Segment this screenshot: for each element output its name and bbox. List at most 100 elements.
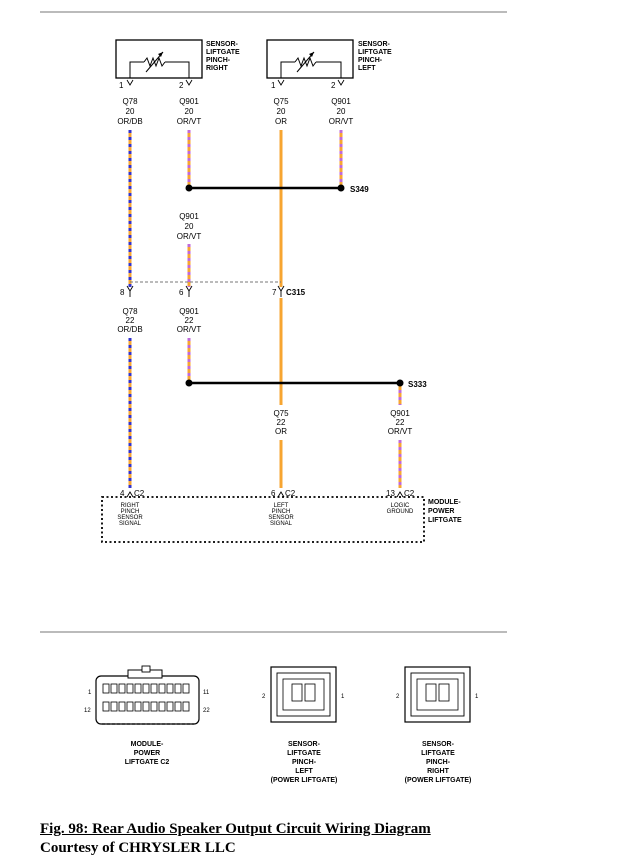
sensor-right-name-4: RIGHT xyxy=(206,65,229,72)
wire-label: Q75 xyxy=(273,409,289,418)
splice-s349: S349 xyxy=(185,184,369,194)
view-label: (POWER LIFTGATE) xyxy=(271,777,338,784)
wire-label: Q78 xyxy=(122,307,138,316)
pin-c2-6-connector: C2 xyxy=(285,489,296,498)
pin-function: SENSOR xyxy=(117,515,143,521)
splice-s333: S333 xyxy=(185,379,427,389)
c2-pin-cavity xyxy=(182,683,190,694)
sensor-left-name-2: LIFTGATE xyxy=(358,49,392,56)
wire-label: Q901 xyxy=(331,97,351,106)
c2-pin-cavity xyxy=(158,701,166,712)
figure-caption-credit: Courtesy of CHRYSLER LLC xyxy=(40,840,236,856)
pin-function: LOGIC xyxy=(391,503,410,509)
c2-pin-cavity xyxy=(182,701,190,712)
wire-label: 22 xyxy=(185,316,194,325)
pin-function: SENSOR xyxy=(268,515,294,521)
sensor-left-name-3: PINCH- xyxy=(358,57,383,64)
c2-pin-12: 12 xyxy=(84,708,91,714)
wire-label: Q901 xyxy=(390,409,410,418)
c2-pin-22: 22 xyxy=(203,708,210,714)
wire-label: Q901 xyxy=(179,97,199,106)
wire-label: 22 xyxy=(126,316,135,325)
c2-pin-cavity xyxy=(134,701,142,712)
wire-label: OR/VT xyxy=(177,325,202,334)
c2-pin-cavity xyxy=(142,683,150,694)
wire-label: 20 xyxy=(185,222,194,231)
pin-sensor-left-2: 2 xyxy=(331,81,336,90)
view-label: MODULE- xyxy=(131,741,164,748)
view-label: PINCH- xyxy=(426,759,451,766)
pin-c2-4-connector: C2 xyxy=(134,489,145,498)
pin-function: SIGNAL xyxy=(270,521,293,527)
c2-pin-cavity xyxy=(134,683,142,694)
pin-c315-8: 8 xyxy=(120,288,125,297)
wire-label: OR/DB xyxy=(117,117,142,126)
c2-pin-cavity xyxy=(118,683,126,694)
module-power-liftgate: 4 C2 6 C2 13 C2 RIGHT PINCH SENSOR SIGNA… xyxy=(101,489,462,543)
wire-label: OR xyxy=(275,117,287,126)
wire-label: Q78 xyxy=(122,97,138,106)
sensor-liftgate-pinch-left: SENSOR- LIFTGATE PINCH- LEFT xyxy=(266,39,392,79)
module-name-3: LIFTGATE xyxy=(428,517,462,524)
view-label: LEFT xyxy=(295,768,313,775)
wire-label: OR/DB xyxy=(117,325,142,334)
wire-label: Q901 xyxy=(179,307,199,316)
c2-pin-11: 11 xyxy=(203,690,210,696)
wire-label: Q901 xyxy=(179,212,199,221)
wire-label: OR/VT xyxy=(177,232,202,241)
c2-pin-cavity xyxy=(110,701,118,712)
wire-label: 20 xyxy=(126,107,135,116)
c2-pin-cavity xyxy=(126,701,134,712)
wire-label: OR xyxy=(275,427,287,436)
wire-label: 20 xyxy=(185,107,194,116)
wire-label: 22 xyxy=(277,418,286,427)
pin-function: PINCH xyxy=(121,509,140,515)
pin-function: SIGNAL xyxy=(119,521,142,527)
pin-sensor-right-2: 2 xyxy=(179,81,184,90)
sensor-right-pin-1: 1 xyxy=(475,694,479,700)
pin-sensor-right-1: 1 xyxy=(119,81,124,90)
c2-pin-cavity xyxy=(102,701,110,712)
splice-s333-label: S333 xyxy=(408,380,427,389)
view-label: RIGHT xyxy=(427,768,450,775)
view-label: PINCH- xyxy=(292,759,317,766)
wire-labels: Q78 20 OR/DB Q901 20 OR/VT Q75 20 OR Q90… xyxy=(117,97,412,436)
sensor-left-pin-1: 1 xyxy=(341,694,345,700)
c2-pin-cavity xyxy=(126,683,134,694)
connector-c315: 8 6 7 C315 xyxy=(120,281,306,297)
c2-pin-cavity xyxy=(166,683,174,694)
pin-c315-7: 7 xyxy=(272,288,277,297)
sensor-right-pin-2: 2 xyxy=(396,694,400,700)
connector-view-sensor-right: 2 1 SENSOR- LIFTGATE PINCH- RIGHT (POWER… xyxy=(396,666,479,784)
pin-c2-4: 4 xyxy=(120,489,125,498)
wire-label: 22 xyxy=(396,418,405,427)
view-label: LIFTGATE xyxy=(287,750,321,757)
pin-c315-6: 6 xyxy=(179,288,184,297)
c2-pin-cavity xyxy=(118,701,126,712)
figure-caption-title: Fig. 98: Rear Audio Speaker Output Circu… xyxy=(40,821,431,837)
c2-pin-cavity xyxy=(142,701,150,712)
sensor-liftgate-pinch-right: SENSOR- LIFTGATE PINCH- RIGHT xyxy=(115,39,240,79)
sensor-right-name-2: LIFTGATE xyxy=(206,49,240,56)
connector-view-sensor-left: 2 1 SENSOR- LIFTGATE PINCH- LEFT (POWER … xyxy=(262,666,345,784)
view-label: (POWER LIFTGATE) xyxy=(405,777,472,784)
c2-pin-grid xyxy=(102,683,190,712)
pin-function: GROUND xyxy=(387,509,414,515)
view-label: POWER xyxy=(134,750,160,757)
wire-label: OR/VT xyxy=(388,427,413,436)
module-name-1: MODULE- xyxy=(428,499,461,506)
pin-function: RIGHT xyxy=(121,503,140,509)
splice-s349-label: S349 xyxy=(350,185,369,194)
pin-c2-13-connector: C2 xyxy=(404,489,415,498)
c2-pin-cavity xyxy=(158,683,166,694)
view-label: SENSOR- xyxy=(288,741,321,748)
c2-pin-cavity xyxy=(174,701,182,712)
wire-label: OR/VT xyxy=(177,117,202,126)
pin-c2-6: 6 xyxy=(271,489,276,498)
view-label: LIFTGATE C2 xyxy=(125,759,170,766)
wire-label: OR/VT xyxy=(329,117,354,126)
c2-pin-1: 1 xyxy=(88,690,92,696)
sensor-left-name-1: SENSOR- xyxy=(358,41,391,48)
connector-c315-label: C315 xyxy=(286,288,306,297)
view-label: SENSOR- xyxy=(422,741,455,748)
